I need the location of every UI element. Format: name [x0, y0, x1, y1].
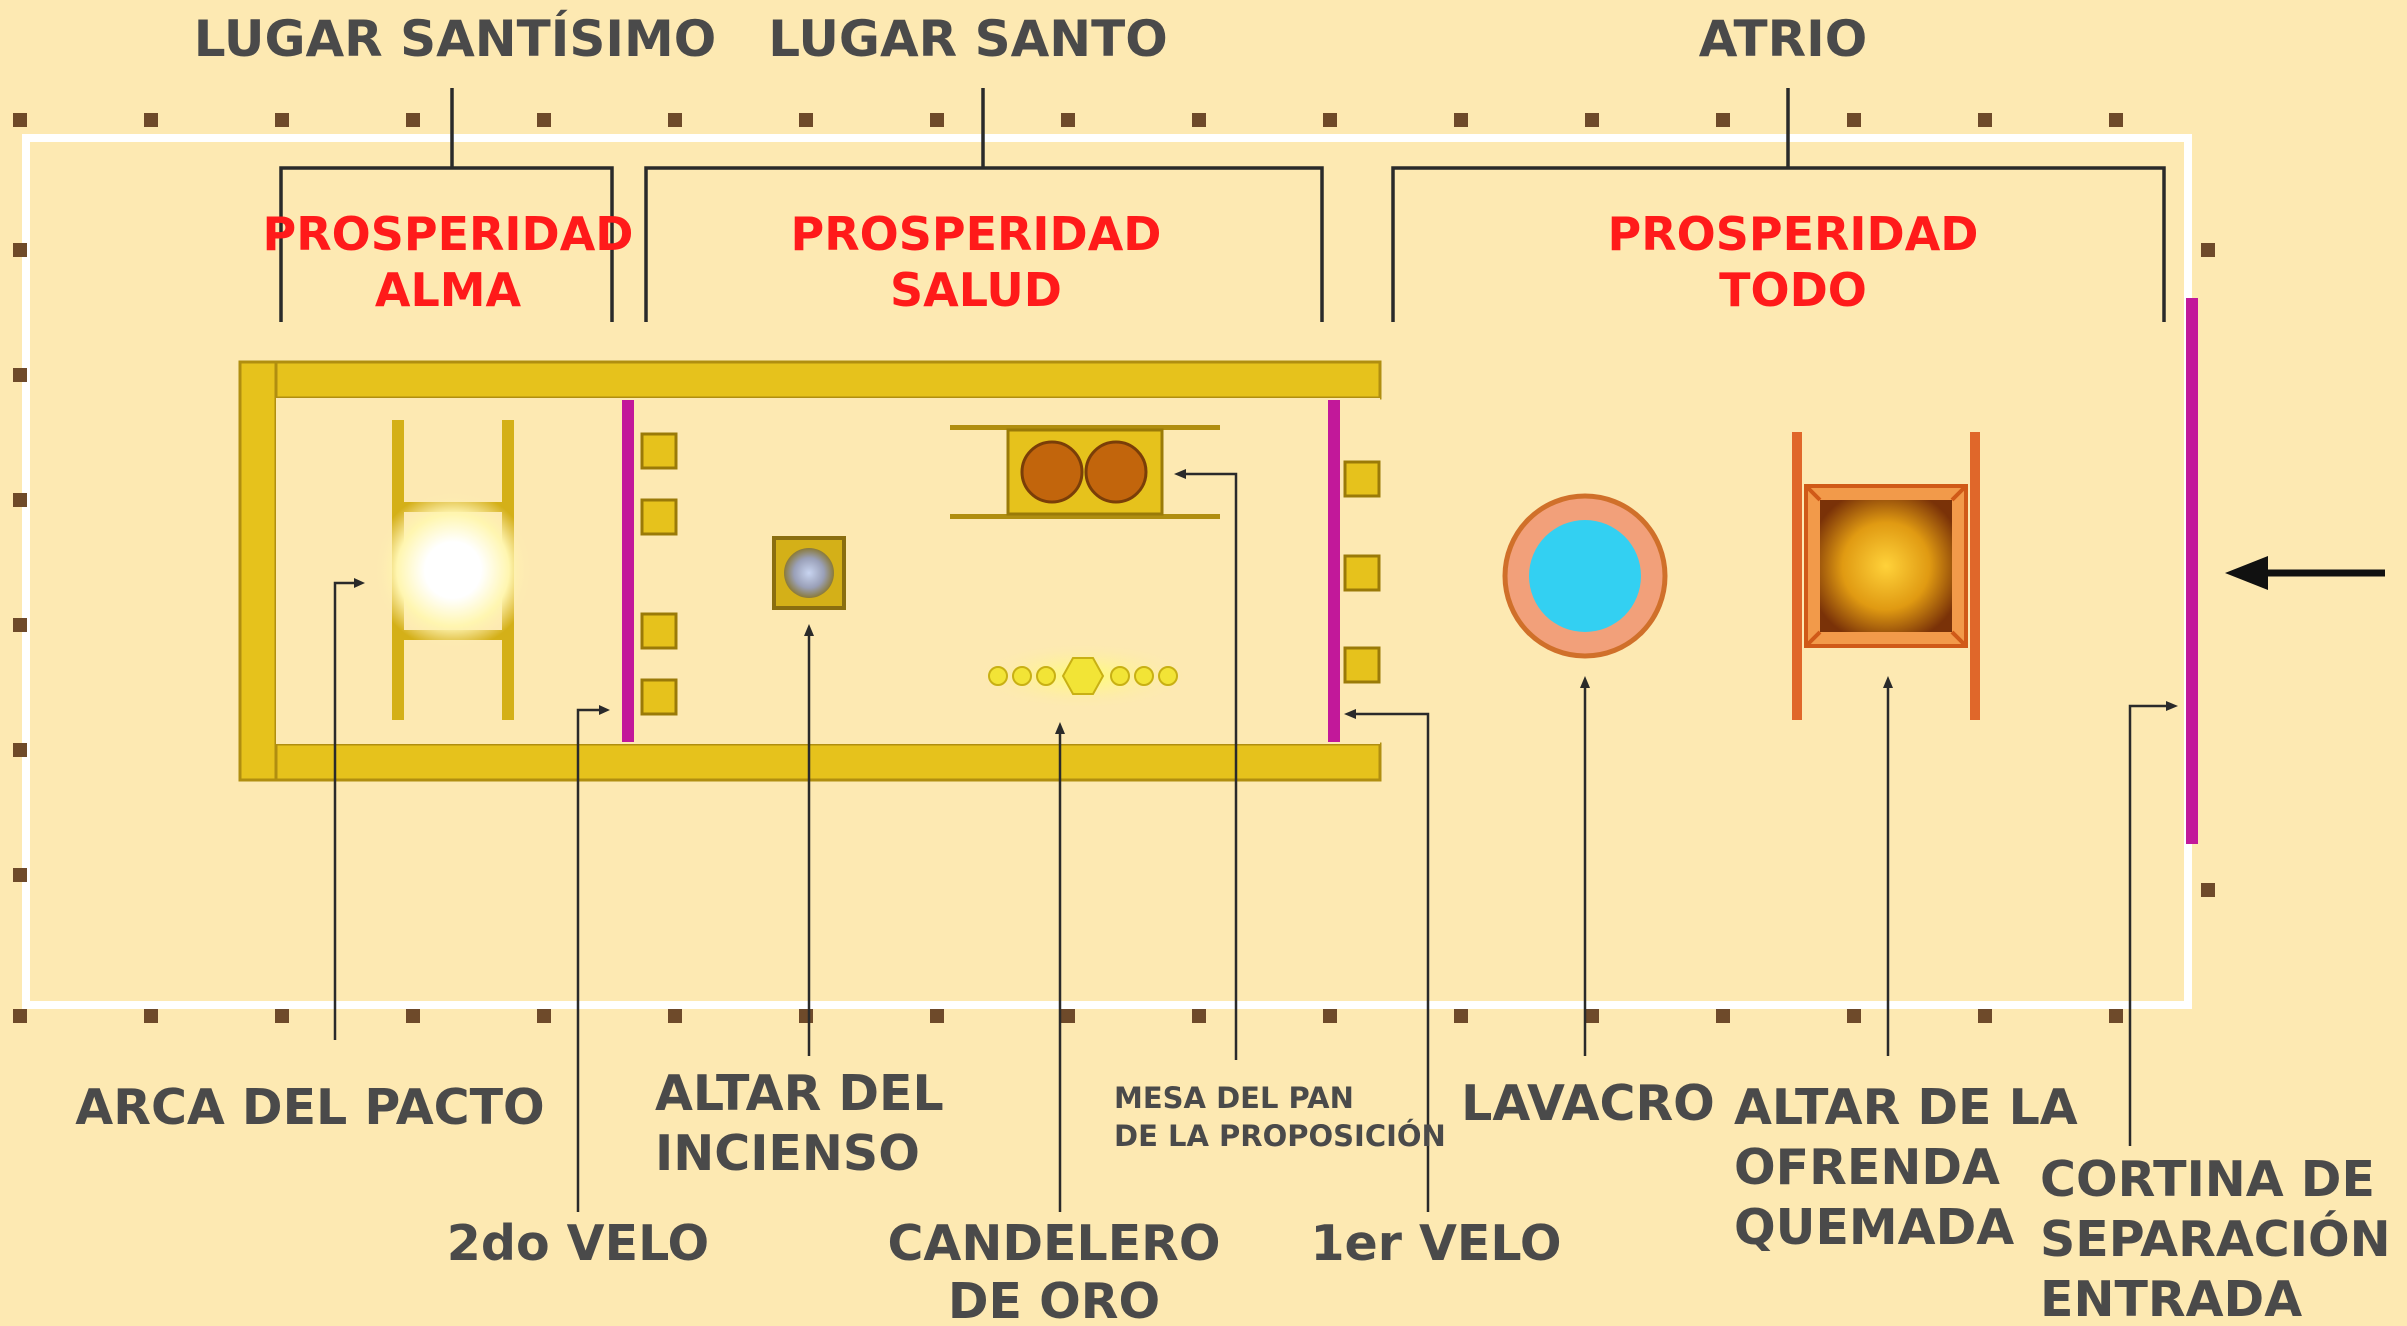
courtyard-post: [275, 113, 289, 127]
label-first-veil: 1er VELO: [1310, 1215, 1561, 1272]
leader-lines: [333, 469, 2178, 1212]
courtyard-post: [406, 1009, 420, 1023]
courtyard-post: [144, 1009, 158, 1023]
courtyard-post: [1323, 113, 1337, 127]
courtyard-post: [1978, 1009, 1992, 1023]
burnt-offering-altar: [1792, 432, 1980, 720]
label-curtain-line1: CORTINA DE: [2040, 1151, 2375, 1208]
prosperity-all-line2: TODO: [1719, 263, 1867, 317]
label-showbread-line1: MESA DEL PAN: [1114, 1081, 1354, 1115]
courtyard-post: [930, 1009, 944, 1023]
courtyard-post: [13, 868, 27, 882]
label-burnt-altar-line1: ALTAR DE LA: [1734, 1079, 2078, 1136]
courtyard-post: [13, 368, 27, 382]
label-candlestick-line1: CANDELERO: [887, 1215, 1220, 1272]
courtyard-post: [2109, 1009, 2123, 1023]
prosperity-soul-line2: ALMA: [375, 263, 522, 317]
label-curtain-line3: ENTRADA: [2040, 1271, 2302, 1326]
bracket-court: [1391, 88, 2166, 322]
courtyard-posts: [13, 113, 2215, 1023]
courtyard-post: [1716, 113, 1730, 127]
courtyard-post: [13, 113, 27, 127]
courtyard-post: [537, 113, 551, 127]
courtyard-post: [1454, 1009, 1468, 1023]
courtyard-post: [1716, 1009, 1730, 1023]
bracket-holy-place: [644, 88, 1324, 322]
prosperity-soul-line1: PROSPERIDAD: [262, 207, 633, 261]
label-incense-altar-line1: ALTAR DEL: [655, 1065, 944, 1122]
courtyard-post: [406, 113, 420, 127]
first-veil: [1328, 400, 1340, 742]
courtyard-post: [144, 113, 158, 127]
courtyard-post: [1454, 113, 1468, 127]
label-laver: LAVACRO: [1461, 1075, 1715, 1132]
courtyard-post: [13, 493, 27, 507]
courtyard-post: [668, 113, 682, 127]
header-holy-of-holies: LUGAR SANTÍSIMO: [194, 9, 716, 68]
courtyard-post: [930, 113, 944, 127]
courtyard-post: [1192, 1009, 1206, 1023]
courtyard-post: [1585, 1009, 1599, 1023]
courtyard-post: [1061, 113, 1075, 127]
courtyard-post: [2109, 113, 2123, 127]
courtyard-post: [537, 1009, 551, 1023]
header-court: ATRIO: [1699, 10, 1868, 68]
veil-pillars: [640, 432, 1381, 716]
entrance-curtain: [2186, 298, 2198, 844]
incense-altar: [772, 536, 846, 610]
courtyard-post: [1978, 113, 1992, 127]
label-burnt-altar-line3: QUEMADA: [1734, 1199, 2014, 1256]
courtyard-post: [668, 1009, 682, 1023]
label-candlestick-line2: DE ORO: [948, 1273, 1160, 1326]
laver: [1502, 493, 1668, 659]
golden-candlestick: [973, 642, 1193, 710]
header-holy-place: LUGAR SANTO: [768, 10, 1168, 68]
courtyard-post: [1847, 113, 1861, 127]
courtyard-post: [13, 743, 27, 757]
courtyard-post: [2201, 883, 2215, 897]
courtyard-post: [13, 1009, 27, 1023]
prosperity-health-line1: PROSPERIDAD: [790, 207, 1161, 261]
courtyard-post: [2201, 243, 2215, 257]
label-ark: ARCA DEL PACTO: [75, 1079, 544, 1136]
prosperity-all-line1: PROSPERIDAD: [1607, 207, 1978, 261]
label-second-veil: 2do VELO: [447, 1215, 709, 1272]
courtyard-post: [1847, 1009, 1861, 1023]
bracket-holy-of-holies: [279, 88, 614, 322]
courtyard-post: [13, 618, 27, 632]
courtyard-post: [1585, 113, 1599, 127]
ark-of-covenant: [373, 420, 533, 720]
label-showbread-line2: DE LA PROPOSICIÓN: [1114, 1119, 1446, 1153]
label-incense-altar-line2: INCIENSO: [655, 1125, 920, 1182]
courtyard-post: [13, 243, 27, 257]
label-curtain-line2: SEPARACIÓN: [2040, 1209, 2391, 1268]
courtyard-post: [1061, 1009, 1075, 1023]
prosperity-health-line2: SALUD: [890, 263, 1062, 317]
showbread-table: [950, 425, 1220, 519]
label-burnt-altar-line2: OFRENDA: [1734, 1139, 2000, 1196]
second-veil: [622, 400, 634, 742]
courtyard-post: [275, 1009, 289, 1023]
courtyard-post: [1192, 113, 1206, 127]
courtyard-post: [1323, 1009, 1337, 1023]
courtyard-post: [799, 113, 813, 127]
entrance-arrow-icon: [2225, 556, 2385, 590]
courtyard-post: [799, 1009, 813, 1023]
